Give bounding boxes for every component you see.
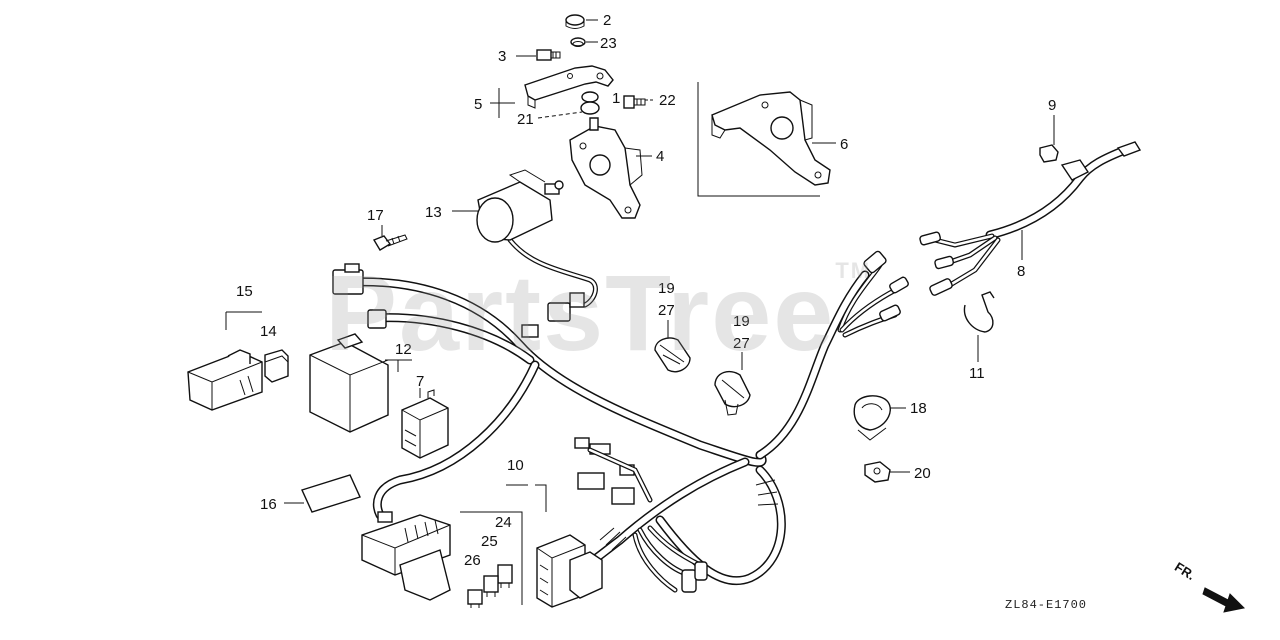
- plate-assembly-part-6: [711, 91, 831, 186]
- figure-code: ZL84-E1700: [1005, 598, 1087, 612]
- bulb-socket-b: [714, 370, 751, 416]
- label-18: 18: [910, 400, 927, 417]
- bracket-line-part-6: [697, 82, 820, 197]
- label-23: 23: [600, 35, 617, 52]
- label-7: 7: [416, 373, 424, 390]
- clip-part-20: [864, 461, 891, 483]
- bolt-part-3: [536, 49, 561, 61]
- relay-part-7: [401, 389, 449, 459]
- label-15: 15: [236, 283, 253, 300]
- label-19a: 19: [658, 280, 675, 297]
- fuse-part-26: [467, 589, 483, 608]
- relay-part-15: [187, 349, 263, 411]
- connector-block: [536, 534, 603, 608]
- label-13: 13: [425, 204, 442, 221]
- label-14: 14: [260, 323, 277, 340]
- label-12: 12: [395, 341, 412, 358]
- label-8: 8: [1017, 263, 1025, 280]
- solenoid-part-13: [476, 169, 564, 243]
- label-19b: 19: [733, 313, 750, 330]
- label-4: 4: [656, 148, 664, 165]
- clamp-part-18: [853, 395, 891, 441]
- label-16: 16: [260, 496, 277, 513]
- front-arrow-icon: [1202, 587, 1246, 613]
- control-box-part-12: [309, 333, 389, 433]
- label-26: 26: [464, 552, 481, 569]
- grommet-part-1: [580, 91, 600, 115]
- mounting-plate-part-4: [569, 117, 643, 219]
- cap-part-2: [565, 14, 585, 29]
- label-2: 2: [603, 12, 611, 29]
- label-6: 6: [840, 136, 848, 153]
- label-27a: 27: [658, 302, 675, 319]
- fuse-box: [361, 511, 451, 601]
- label-3: 3: [498, 48, 506, 65]
- label-5: 5: [474, 96, 482, 113]
- label-1: 1: [612, 90, 620, 107]
- bracket-line-part-24: [460, 511, 523, 605]
- label-22: 22: [659, 92, 676, 109]
- bracket-line-part-10: [506, 484, 547, 512]
- part-labels: 1 2 3 4 5 6 7 8 9 10 11 12 13 14 15 16 1…: [236, 12, 1056, 569]
- wire-harness: [332, 237, 909, 593]
- label-10: 10: [507, 457, 524, 474]
- clip-part-23: [570, 37, 586, 47]
- connector-part-14: [264, 349, 289, 383]
- clamp-part-11: [963, 291, 995, 333]
- front-direction-indicator: FR.: [1172, 559, 1246, 613]
- bolt-part-17: [372, 234, 408, 251]
- sub-harness-part-8: [919, 141, 1142, 296]
- label-27b: 27: [733, 335, 750, 352]
- label-25: 25: [481, 533, 498, 550]
- leader-lines: [225, 19, 1055, 504]
- label-21: 21: [517, 111, 534, 128]
- clip-part-9: [1039, 144, 1059, 163]
- bolt-part-22: [623, 95, 646, 109]
- label-17: 17: [367, 207, 384, 224]
- bracket-part-5: [524, 65, 614, 109]
- fuse-part-25: [483, 575, 499, 597]
- front-label: FR.: [1172, 559, 1198, 583]
- bulb-socket-a: [654, 337, 691, 373]
- label-part-16: [301, 474, 361, 513]
- label-20: 20: [914, 465, 931, 482]
- label-9: 9: [1048, 97, 1056, 114]
- label-24: 24: [495, 514, 512, 531]
- label-11: 11: [969, 365, 985, 382]
- fuse-part-24: [497, 564, 513, 588]
